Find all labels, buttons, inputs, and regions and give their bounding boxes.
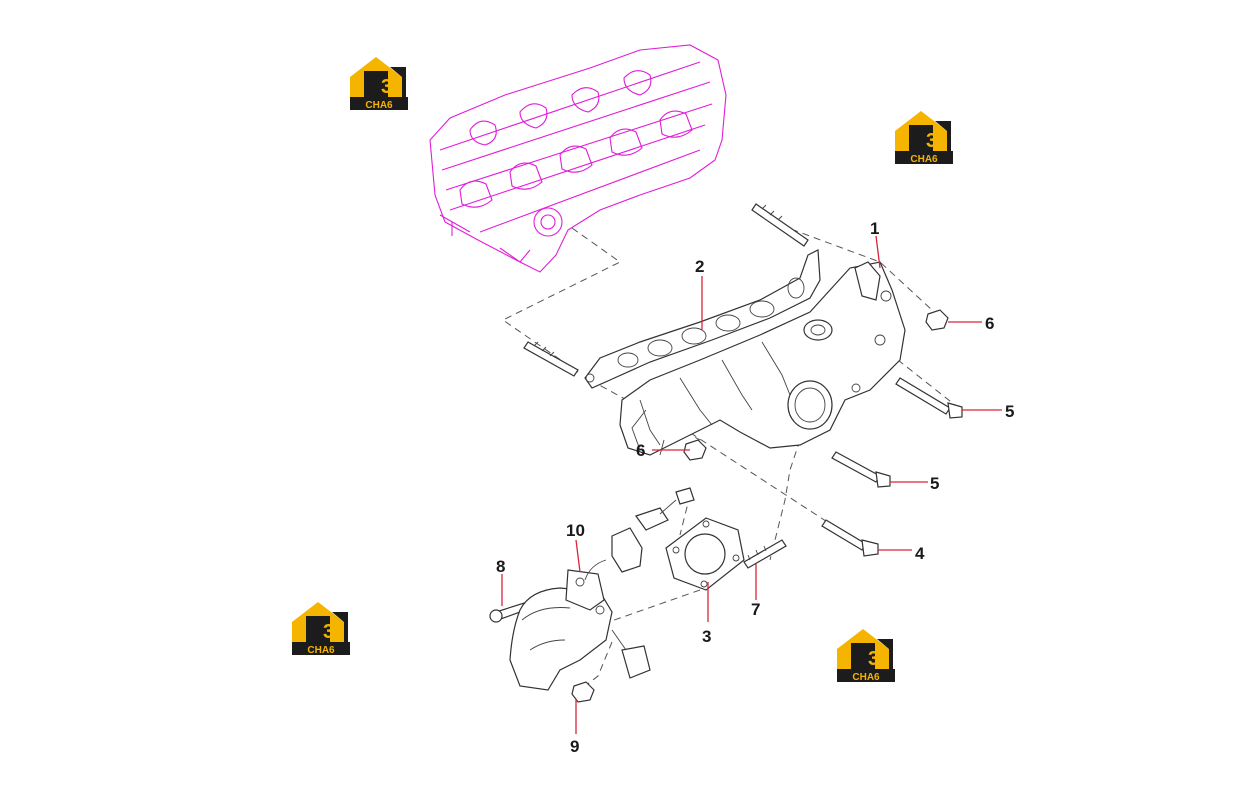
nut-6-lower (683, 439, 707, 461)
stud-upper (751, 203, 809, 247)
svg-text:CHA6: CHA6 (852, 672, 880, 683)
bolt-4 (821, 519, 879, 557)
watermark-logo-bottom-right: H 3 CHA6 (837, 629, 895, 683)
part-label-10: 10 (566, 521, 585, 540)
svg-text:H: H (308, 621, 322, 643)
part-label-4: 4 (915, 544, 925, 563)
svg-text:3: 3 (381, 76, 392, 98)
part-label-6-upper: 6 (985, 314, 994, 333)
part-label-9: 9 (570, 737, 579, 756)
bolt-5-upper (895, 377, 963, 419)
nut-6-upper (925, 309, 949, 331)
part-label-1: 1 (870, 219, 879, 238)
part-label-7: 7 (751, 600, 760, 619)
stud-left (523, 341, 579, 377)
svg-text:3: 3 (926, 130, 937, 152)
part-label-6-lower: 6 (636, 441, 645, 460)
part-label-5-upper: 5 (1005, 402, 1014, 421)
svg-text:CHA6: CHA6 (307, 645, 335, 656)
part-labels: 1 2 3 4 5 5 6 6 7 8 9 10 (496, 219, 1014, 756)
manifold-gasket (584, 249, 821, 389)
svg-text:CHA6: CHA6 (910, 154, 938, 165)
svg-text:H: H (853, 648, 867, 670)
bolt-9 (571, 681, 595, 703)
watermark-logo-top-left: H 3 CHA6 (350, 57, 408, 111)
part-label-3: 3 (702, 627, 711, 646)
watermark-logo-bottom-left: H 3 CHA6 (292, 602, 350, 656)
throttle-gasket (665, 517, 745, 591)
svg-text:H: H (366, 76, 380, 98)
part-label-8: 8 (496, 557, 505, 576)
part-label-2: 2 (695, 257, 704, 276)
leader-lines (501, 235, 1002, 734)
intake-pipe-assembly (509, 487, 695, 691)
svg-text:CHA6: CHA6 (365, 100, 393, 111)
svg-text:H: H (911, 130, 925, 152)
watermark-logo-top-right: H 3 CHA6 (895, 111, 953, 165)
stud-7 (743, 539, 787, 569)
cylinder-head (429, 44, 727, 273)
svg-text:3: 3 (323, 621, 334, 643)
bolt-5-lower (831, 451, 891, 488)
svg-text:3: 3 (868, 648, 879, 670)
part-label-5-lower: 5 (930, 474, 939, 493)
intake-manifold (619, 261, 906, 456)
